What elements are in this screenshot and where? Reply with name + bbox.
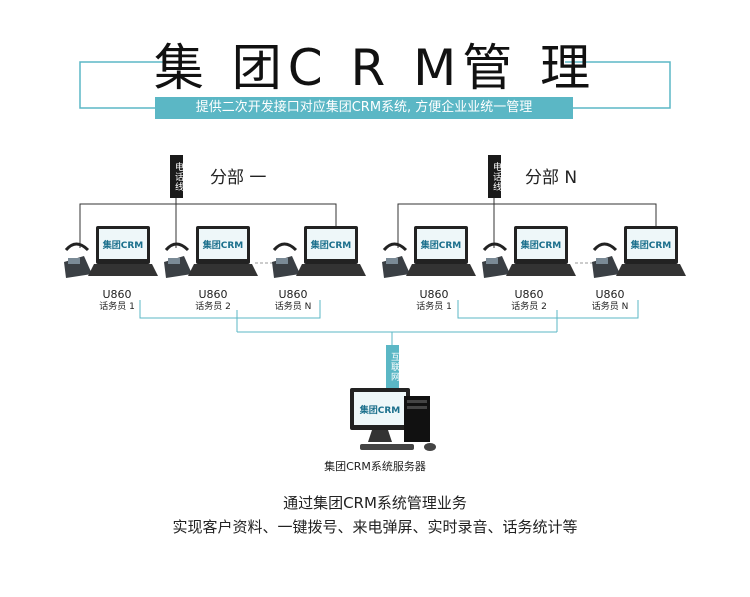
ip-phone-icon (382, 242, 410, 278)
ip-phone-icon (64, 242, 92, 278)
workstation-label: U860 话务员 N (580, 288, 640, 314)
laptop-icon: 集团CRM (88, 226, 158, 276)
workstation-name: 话务员 1 (99, 302, 135, 312)
ip-phone-icon (592, 242, 620, 278)
workstation-label: U860 话务员 1 (87, 288, 147, 314)
lan-wiring (139, 300, 639, 388)
ip-phone-icon (482, 242, 510, 278)
title-frame (79, 61, 671, 109)
laptop-icon: 集团CRM (406, 226, 476, 276)
workstation-name: 话务员 N (274, 302, 312, 312)
footer-line-2: 实现客户资料、一键拨号、来电弹屏、实时录音、话务统计等 (172, 518, 578, 536)
workstation-model: U860 (198, 288, 228, 301)
workstation-device: 集团CRM (164, 226, 258, 278)
workstation-name: 话务员 N (591, 302, 629, 312)
workstation-model: U860 (419, 288, 449, 301)
laptop-screen-text: 集团CRM (630, 239, 672, 251)
workstation-label: U860 话务员 N (263, 288, 323, 314)
laptop-icon: 集团CRM (296, 226, 366, 276)
workstation-label: U860 话务员 1 (404, 288, 464, 314)
workstation-label: U860 话务员 2 (183, 288, 243, 314)
laptop-icon: 集团CRM (188, 226, 258, 276)
laptop-icon: 集团CRM (506, 226, 576, 276)
subtitle-banner: 提供二次开发接口对应集团CRM系统, 方便企业业统一管理 (155, 97, 573, 119)
workstation-device: 集团CRM (592, 226, 686, 278)
branch-2-label: 分部 N (525, 168, 578, 188)
workstation-name: 话务员 2 (511, 302, 547, 312)
branch-1-label: 分部 一 (210, 168, 267, 188)
workstation-model: U860 (595, 288, 625, 301)
workstation-label: U860 话务员 2 (499, 288, 559, 314)
laptop-screen-text: 集团CRM (102, 239, 144, 251)
workstation-model: U860 (514, 288, 544, 301)
laptop-screen-text: 集团CRM (520, 239, 562, 251)
server-screen-text: 集团CRM (359, 404, 401, 416)
workstation-name: 话务员 2 (195, 302, 231, 312)
phone-line-box-2: 电话线 (488, 155, 501, 198)
internet-box: 互联网 (386, 345, 399, 388)
laptop-screen-text: 集团CRM (420, 239, 462, 251)
workstations: 集团CRM 集团CRM 集团CRM 集团CRM 集团CRM 集团CRM (64, 226, 686, 278)
workstation-model: U860 (278, 288, 308, 301)
footer-line-1: 通过集团CRM系统管理业务 (283, 494, 467, 512)
page-title: 集 团C R M管 理 (153, 39, 597, 97)
laptop-screen-text: 集团CRM (310, 239, 352, 251)
laptop-icon: 集团CRM (616, 226, 686, 276)
phone-line-box-1: 电话线 (170, 155, 183, 198)
laptop-screen-text: 集团CRM (202, 239, 244, 251)
server-label: 集团CRM系统服务器 (324, 460, 426, 473)
ip-phone-icon (272, 242, 300, 278)
workstation-device: 集团CRM (482, 226, 576, 278)
server-computer: 集团CRM (350, 388, 436, 451)
ip-phone-icon (164, 242, 192, 278)
workstation-model: U860 (102, 288, 132, 301)
workstation-name: 话务员 1 (416, 302, 452, 312)
workstation-device: 集团CRM (272, 226, 366, 278)
workstation-device: 集团CRM (382, 226, 476, 278)
workstation-device: 集团CRM (64, 226, 158, 278)
